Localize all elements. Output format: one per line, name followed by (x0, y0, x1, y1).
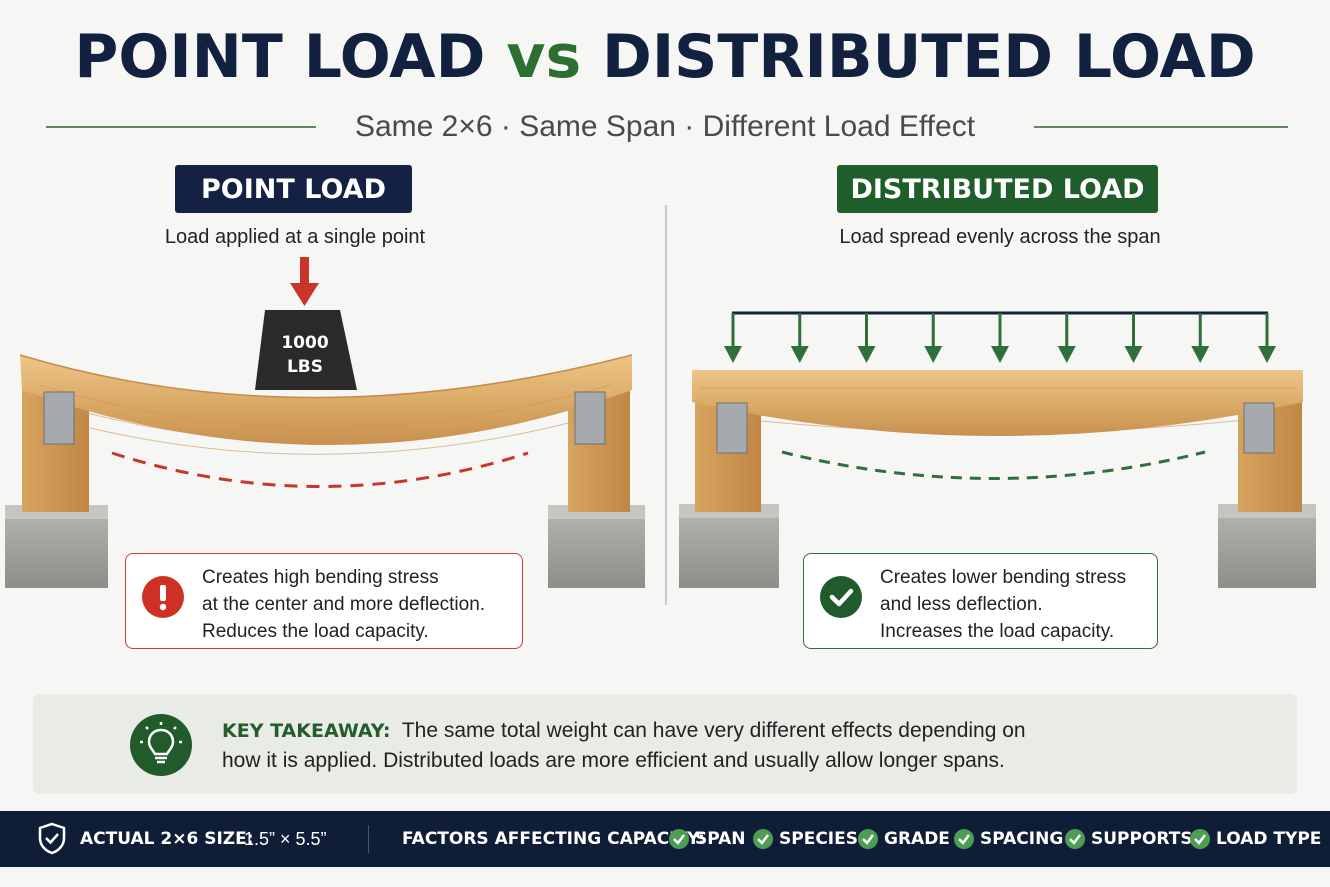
point-load-arrow-head (290, 283, 319, 306)
distributed-load-scene (679, 311, 1316, 588)
exclamation-icon (142, 576, 184, 618)
hanger-bracket-left-2 (716, 402, 748, 454)
factor-load-type: LOAD TYPE (1216, 829, 1322, 849)
factor-grade: GRADE (884, 829, 950, 849)
shield-check-icon (38, 822, 66, 860)
footer-bar: ACTUAL 2×6 SIZE: 1.5” × 5.5” FACTORS AFF… (0, 811, 1330, 867)
title-vs: vs (506, 22, 582, 92)
weight-block (255, 310, 357, 390)
dist-note-line-2: and less deflection. (880, 594, 1043, 615)
hanger-bracket-right (574, 391, 606, 445)
key-takeaway-text: KEY TAKEAWAY: The same total weight can … (222, 716, 1222, 776)
straight-beam (692, 370, 1303, 436)
distributed-load-badge: DISTRIBUTED LOAD (837, 165, 1158, 213)
key-takeaway-line-2: how it is applied. Distributed loads are… (222, 749, 1005, 772)
distributed-load-caption: Load spread evenly across the span (839, 226, 1161, 248)
weight-value-label: 1000 (281, 333, 328, 353)
page-title: POINT LOAD vs DISTRIBUTED LOAD (0, 22, 1330, 92)
panel-divider (665, 205, 667, 605)
point-load-caption: Load applied at a single point (164, 226, 426, 248)
load-arrow-head (1057, 346, 1076, 363)
check-icon (858, 829, 878, 849)
factor-species: SPECIES (779, 829, 858, 849)
point-note-line-1: Creates high bending stress (202, 567, 439, 588)
hanger-bracket-right-2 (1243, 402, 1275, 454)
load-arrow-head (724, 346, 742, 363)
check-icon (1065, 829, 1085, 849)
wood-grain (39, 384, 611, 455)
subtitle-rule-left (46, 126, 316, 128)
factor-spacing: SPACING (980, 829, 1064, 849)
key-takeaway-label: KEY TAKEAWAY: (222, 720, 391, 742)
point-load-badge: POINT LOAD (175, 165, 412, 213)
factor-supports: SUPPORTS (1091, 829, 1193, 849)
dist-note-line-1: Creates lower bending stress (880, 567, 1127, 588)
title-point-load: POINT LOAD (74, 22, 486, 92)
bent-beam (20, 355, 632, 445)
size-value: 1.5” × 5.5” (244, 829, 327, 849)
check-icon (669, 829, 689, 849)
point-note-line-2: at the center and more deflection. (202, 594, 486, 615)
deflection-curve-point (111, 451, 529, 488)
deflection-curve-distributed (781, 450, 1206, 480)
point-note-line-3: Reduces the load capacity. (202, 621, 429, 642)
load-arrow-head (1191, 346, 1210, 363)
lightbulb-icon (130, 714, 192, 776)
beam-illustration: 1000 LBS (5, 257, 1316, 588)
title-distributed-load: DISTRIBUTED LOAD (602, 22, 1256, 92)
distributed-load-note: Creates lower bending stress and less de… (803, 553, 1158, 649)
weight-unit-label: LBS (287, 357, 323, 377)
subtitle-rule-right (1034, 126, 1288, 128)
factor-span: SPAN (695, 829, 746, 849)
key-takeaway-line-1: The same total weight can have very diff… (401, 719, 1026, 742)
point-load-arrow-shaft (300, 257, 309, 285)
check-icon (954, 829, 974, 849)
footer-divider (368, 825, 369, 853)
check-icon (1190, 829, 1210, 849)
key-takeaway-panel (33, 694, 1297, 794)
load-arrow-head (924, 346, 943, 363)
beam-top-edge (19, 354, 633, 399)
load-arrow-head (1258, 346, 1276, 363)
hanger-bracket-left (43, 391, 75, 445)
checkmark-icon (820, 576, 862, 618)
distributed-arrows (724, 313, 1276, 363)
wood-grain-2 (700, 387, 1296, 433)
load-arrow-head (790, 346, 809, 363)
dist-note-line-3: Increases the load capacity. (880, 621, 1115, 642)
load-arrow-head (1124, 346, 1143, 363)
check-icon (753, 829, 773, 849)
subtitle: Same 2×6 · Same Span · Different Load Ef… (354, 110, 976, 143)
size-label: ACTUAL 2×6 SIZE: (80, 829, 254, 849)
point-load-note: Creates high bending stress at the cente… (125, 553, 523, 649)
factors-label: FACTORS AFFECTING CAPACITY: (402, 829, 705, 849)
point-load-scene: 1000 LBS (5, 257, 645, 588)
load-arrow-head (857, 346, 876, 363)
load-arrow-head (991, 346, 1009, 363)
